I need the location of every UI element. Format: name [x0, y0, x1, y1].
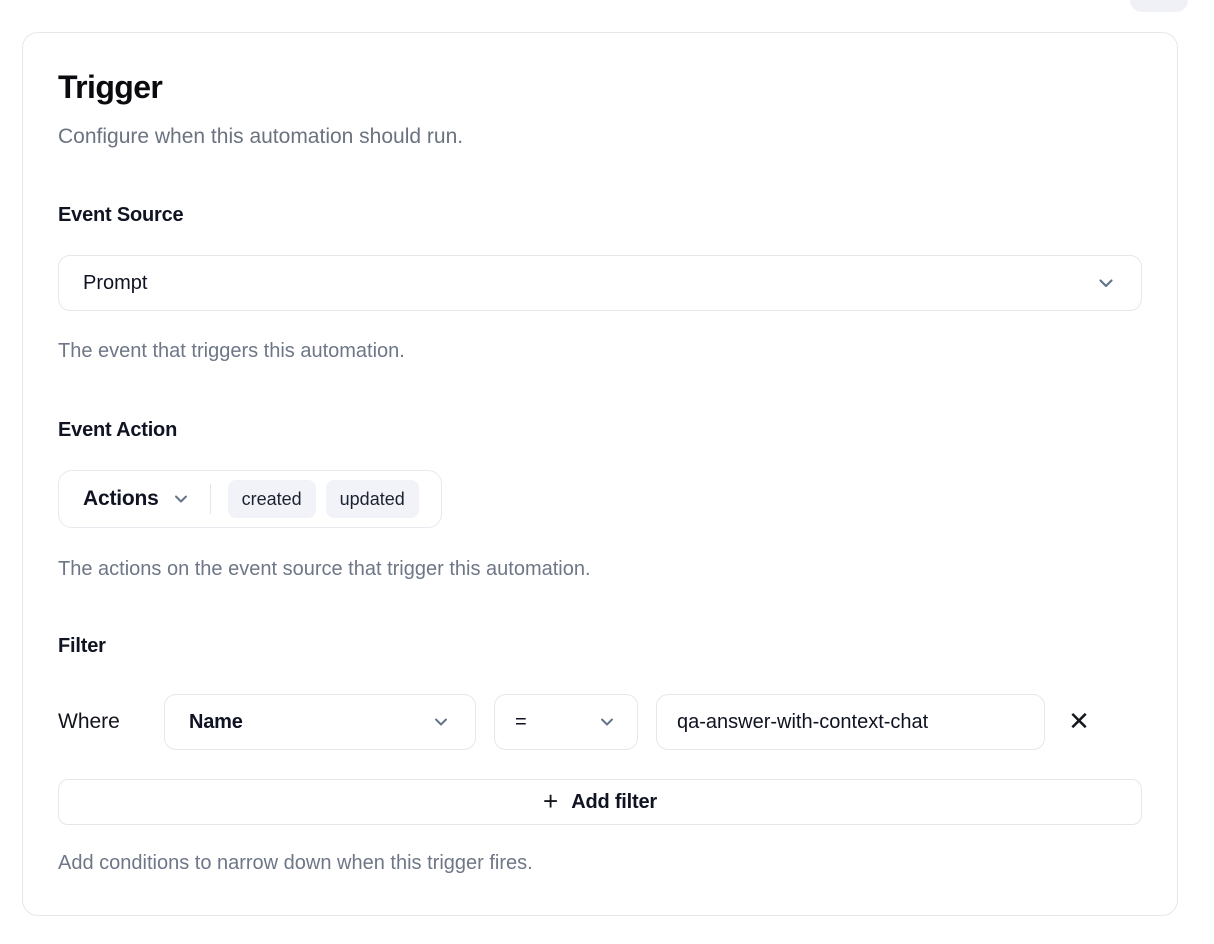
- chevron-down-icon: [1099, 279, 1113, 288]
- action-chip-updated[interactable]: updated: [325, 480, 419, 518]
- add-filter-button-label: Add filter: [571, 790, 657, 813]
- event-action-helper: The actions on the event source that tri…: [58, 558, 591, 580]
- page-subtitle: Configure when this automation should ru…: [58, 125, 464, 148]
- chevron-down-icon: [601, 718, 613, 726]
- event-action-label: Event Action: [58, 419, 178, 441]
- trigger-card: Trigger Configure when this automation s…: [22, 32, 1178, 916]
- event-source-selected-value: Prompt: [83, 271, 148, 294]
- cropped-toolbar-remnant: [1130, 0, 1188, 12]
- filter-label: Filter: [58, 635, 106, 657]
- actions-dropdown-button[interactable]: Actions: [83, 487, 191, 511]
- chevron-down-icon: [435, 718, 447, 726]
- chevron-down-icon: [174, 495, 187, 503]
- divider: [209, 484, 211, 514]
- filter-operator-selected-value: =: [515, 710, 527, 733]
- filter-field-selected-value: Name: [189, 710, 243, 733]
- selected-action-chips: created updated: [227, 480, 419, 518]
- add-filter-button[interactable]: + Add filter: [58, 779, 1142, 825]
- filter-operator-select[interactable]: =: [494, 694, 638, 750]
- filter-helper: Add conditions to narrow down when this …: [58, 852, 533, 874]
- event-source-label: Event Source: [58, 204, 184, 226]
- close-icon: ✕: [1068, 707, 1090, 737]
- filter-value-input[interactable]: [656, 694, 1045, 750]
- remove-filter-button[interactable]: ✕: [1061, 704, 1097, 740]
- event-action-control: Actions created updated: [58, 470, 442, 528]
- action-chip-created[interactable]: created: [227, 480, 316, 518]
- event-source-helper: The event that triggers this automation.: [58, 340, 405, 362]
- filter-where-label: Where: [58, 710, 120, 733]
- filter-field-select[interactable]: Name: [164, 694, 476, 750]
- actions-dropdown-label: Actions: [83, 487, 159, 510]
- plus-icon: +: [543, 786, 559, 816]
- page-title: Trigger: [58, 69, 163, 105]
- event-source-select[interactable]: Prompt: [58, 255, 1142, 311]
- filter-condition-row: Where Name = ✕: [58, 694, 1142, 750]
